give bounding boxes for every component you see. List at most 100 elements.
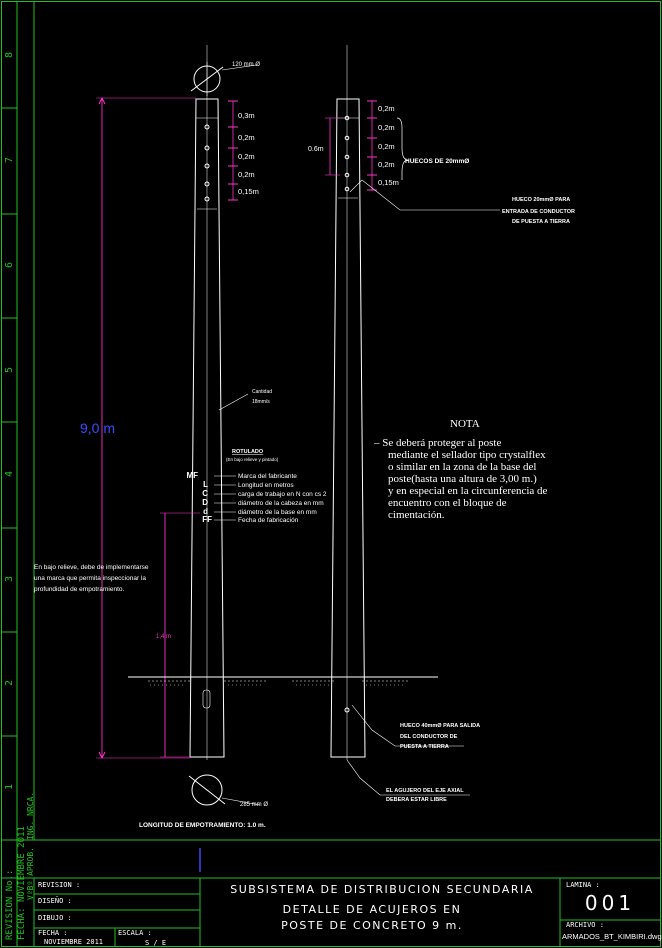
rotulado-item-4: diámetro de la cabeza en mm <box>238 500 324 507</box>
rotulado-subtitle: (En bajo relieve y pintado) <box>226 457 279 462</box>
row-number-3: 3 <box>4 576 15 582</box>
rotulado-item-3: carga de trabajo en N con cs 2 <box>238 491 327 498</box>
code-d-lower: d <box>203 507 208 516</box>
pole-holes <box>204 124 210 202</box>
thickness-label-1: Cantidad <box>252 389 272 395</box>
ground-hole-line-2: ENTRADA DE CONDUCTOR <box>502 209 575 215</box>
row-number-4: 4 <box>4 471 15 477</box>
code-l: L <box>203 480 208 489</box>
axial-hole-line-1: EL AGUJERO DEL EJE AXIAL <box>386 788 464 794</box>
exit-hole-line-3: PUESTA A TIERRA <box>400 744 449 750</box>
sheet-label: LAMINA : <box>566 881 600 889</box>
note-line-2: mediante el sellador tipo crystalflex <box>388 449 546 461</box>
holes-label: HUECOS DE 20mmØ <box>405 158 469 165</box>
revision-label: REVISION : <box>38 881 80 889</box>
note-line-3: o similar en la zona de la base del <box>388 461 536 473</box>
spacing-right-5: 0,15m <box>378 178 399 187</box>
embed-length-label: LONGITUD DE EMPOTRAMIENTO: 1.0 m. <box>139 822 266 829</box>
note-title: NOTA <box>450 418 480 430</box>
rotulado-item-6: Fecha de fabricación <box>238 517 299 524</box>
bottom-diameter-label: 285 mm Ø <box>240 802 268 808</box>
drawing-title-line-2: POSTE DE CONCRETO 9 m. <box>281 919 463 932</box>
height-dimension: 9,0 m <box>80 96 196 760</box>
embed-dimension-label: 1,4 m <box>156 634 171 640</box>
code-d-upper: D <box>202 498 208 507</box>
embed-dimension: 1,4 m <box>156 512 200 758</box>
row-number-5: 5 <box>4 367 15 373</box>
revision-date-value: NOVIEMBRE 2011 <box>17 826 27 902</box>
date-value: NOVIEMBRE 2011 <box>44 938 103 946</box>
note-line-7: cimentación. <box>388 509 445 521</box>
hole-spacing-dimensions: 0,3m 0,2m 0,2m 0,2m 0,15m <box>228 100 259 201</box>
approval-label: VºBº APROB. <box>26 847 35 900</box>
row-number-2: 2 <box>4 680 15 686</box>
rotulado-block: ROTULADO (En bajo relieve y pintado) MF … <box>186 449 326 524</box>
bottom-section-circle <box>191 774 223 806</box>
revision-date-label: FECHA: <box>17 907 27 940</box>
revision-number-label: REVISION No.: <box>5 870 15 940</box>
ground-line <box>128 676 438 686</box>
title-block: REVISION : DISEÑO : DIBUJO : FECHA : NOV… <box>34 848 662 947</box>
exit-hole-line-2: DEL CONDUCTOR DE <box>400 734 458 740</box>
relief-note-line-3: profundidad de empotramiento. <box>34 586 125 593</box>
file-name: ARMADOS_BT_KIMBIRI.dwg <box>562 932 662 941</box>
sheet-number: 001 <box>585 891 635 915</box>
note-line-1: – Se deberá proteger al poste <box>373 437 501 449</box>
code-ff: FF <box>202 515 212 524</box>
group-span-label: 0.6m <box>308 146 324 153</box>
approval-value: ING. NRCA. <box>26 792 35 840</box>
design-label: DISEÑO : <box>38 896 72 905</box>
spacing-right-4: 0,2m <box>378 160 395 169</box>
date-label: FECHA : <box>38 929 68 937</box>
code-c: C <box>202 489 208 498</box>
note-block: NOTA – Se deberá proteger al poste media… <box>373 418 548 521</box>
spacing-right-3: 0,2m <box>378 142 395 151</box>
relief-note-line-1: En bajo relieve, debe de implementarse <box>34 564 149 571</box>
spacing-3: 0,2m <box>238 152 255 161</box>
scale-label: ESCALA : <box>118 929 152 937</box>
spacing-5: 0,15m <box>238 187 259 196</box>
rotulado-item-1: Marca del fabricante <box>238 473 297 480</box>
code-mf: MF <box>186 471 198 480</box>
drawing-label: DIBUJO : <box>38 914 72 922</box>
hole-spacing-dimensions-right: 0,2m 0,2m 0,2m 0,2m 0,15m HUECOS DE 20mm… <box>367 100 469 191</box>
relief-note: En bajo relieve, debe de implementarse u… <box>34 564 149 593</box>
right-pole: 0,2m 0,2m 0,2m 0,2m 0,15m HUECOS DE 20mm… <box>308 45 575 803</box>
exit-hole-line-1: HUECO 40mmØ PARA SALIDA <box>400 723 480 729</box>
rotulado-title: ROTULADO <box>232 449 264 455</box>
axial-hole-line-2: DEBERA ESTAR LIBRE <box>386 797 447 803</box>
rotulado-item-5: diámetro de la base en mm <box>238 509 317 516</box>
note-line-4: poste(hasta una altura de 3,00 m.) <box>388 473 537 485</box>
row-number-6: 6 <box>4 262 15 268</box>
revision-strip: REVISION No.: FECHA: NOVIEMBRE 2011 VºBº… <box>5 792 35 940</box>
group-span-dimension: 0.6m <box>308 117 340 176</box>
rotulado-item-2: Longitud en metros <box>238 482 294 489</box>
pole-holes-right <box>344 115 350 192</box>
pole-outline <box>189 98 225 758</box>
row-number-8: 8 <box>4 52 15 58</box>
relief-note-line-2: una marca que permita inspeccionar la <box>34 575 146 582</box>
spacing-right-2: 0,2m <box>378 123 395 132</box>
spacing-4: 0,2m <box>238 170 255 179</box>
ground-hole-line-3: DE PUESTA A TIERRA <box>512 219 570 225</box>
ground-hole-line-1: HUECO 20mmØ PARA <box>512 197 570 203</box>
file-label: ARCHIVO : <box>566 921 604 929</box>
thickness-label-2: 18mm/s <box>252 399 270 405</box>
spacing-2: 0,2m <box>238 133 255 142</box>
scale-value: S / E <box>145 939 166 947</box>
height-label: 9,0 m <box>80 420 115 436</box>
left-pole: 120 mm Ø 0,3m 0,2m 0,2m 0,2m <box>34 45 327 829</box>
spacing-1: 0,3m <box>238 111 255 120</box>
pole-outline-right <box>330 98 366 758</box>
drawing-title-line-1: DETALLE DE ACUJEROS EN <box>283 903 462 916</box>
row-numbers: 8 7 6 5 4 3 2 1 <box>4 52 15 790</box>
row-number-7: 7 <box>4 157 15 163</box>
note-line-5: y en especial en la circunferencia de <box>388 485 548 497</box>
top-diameter-label: 120 mm Ø <box>232 62 260 68</box>
system-title: SUBSISTEMA DE DISTRIBUCION SECUNDARIA <box>230 883 534 896</box>
row-number-1: 1 <box>4 784 15 790</box>
spacing-right-1: 0,2m <box>378 104 395 113</box>
note-line-6: encuentro con el bloque de <box>388 497 507 509</box>
